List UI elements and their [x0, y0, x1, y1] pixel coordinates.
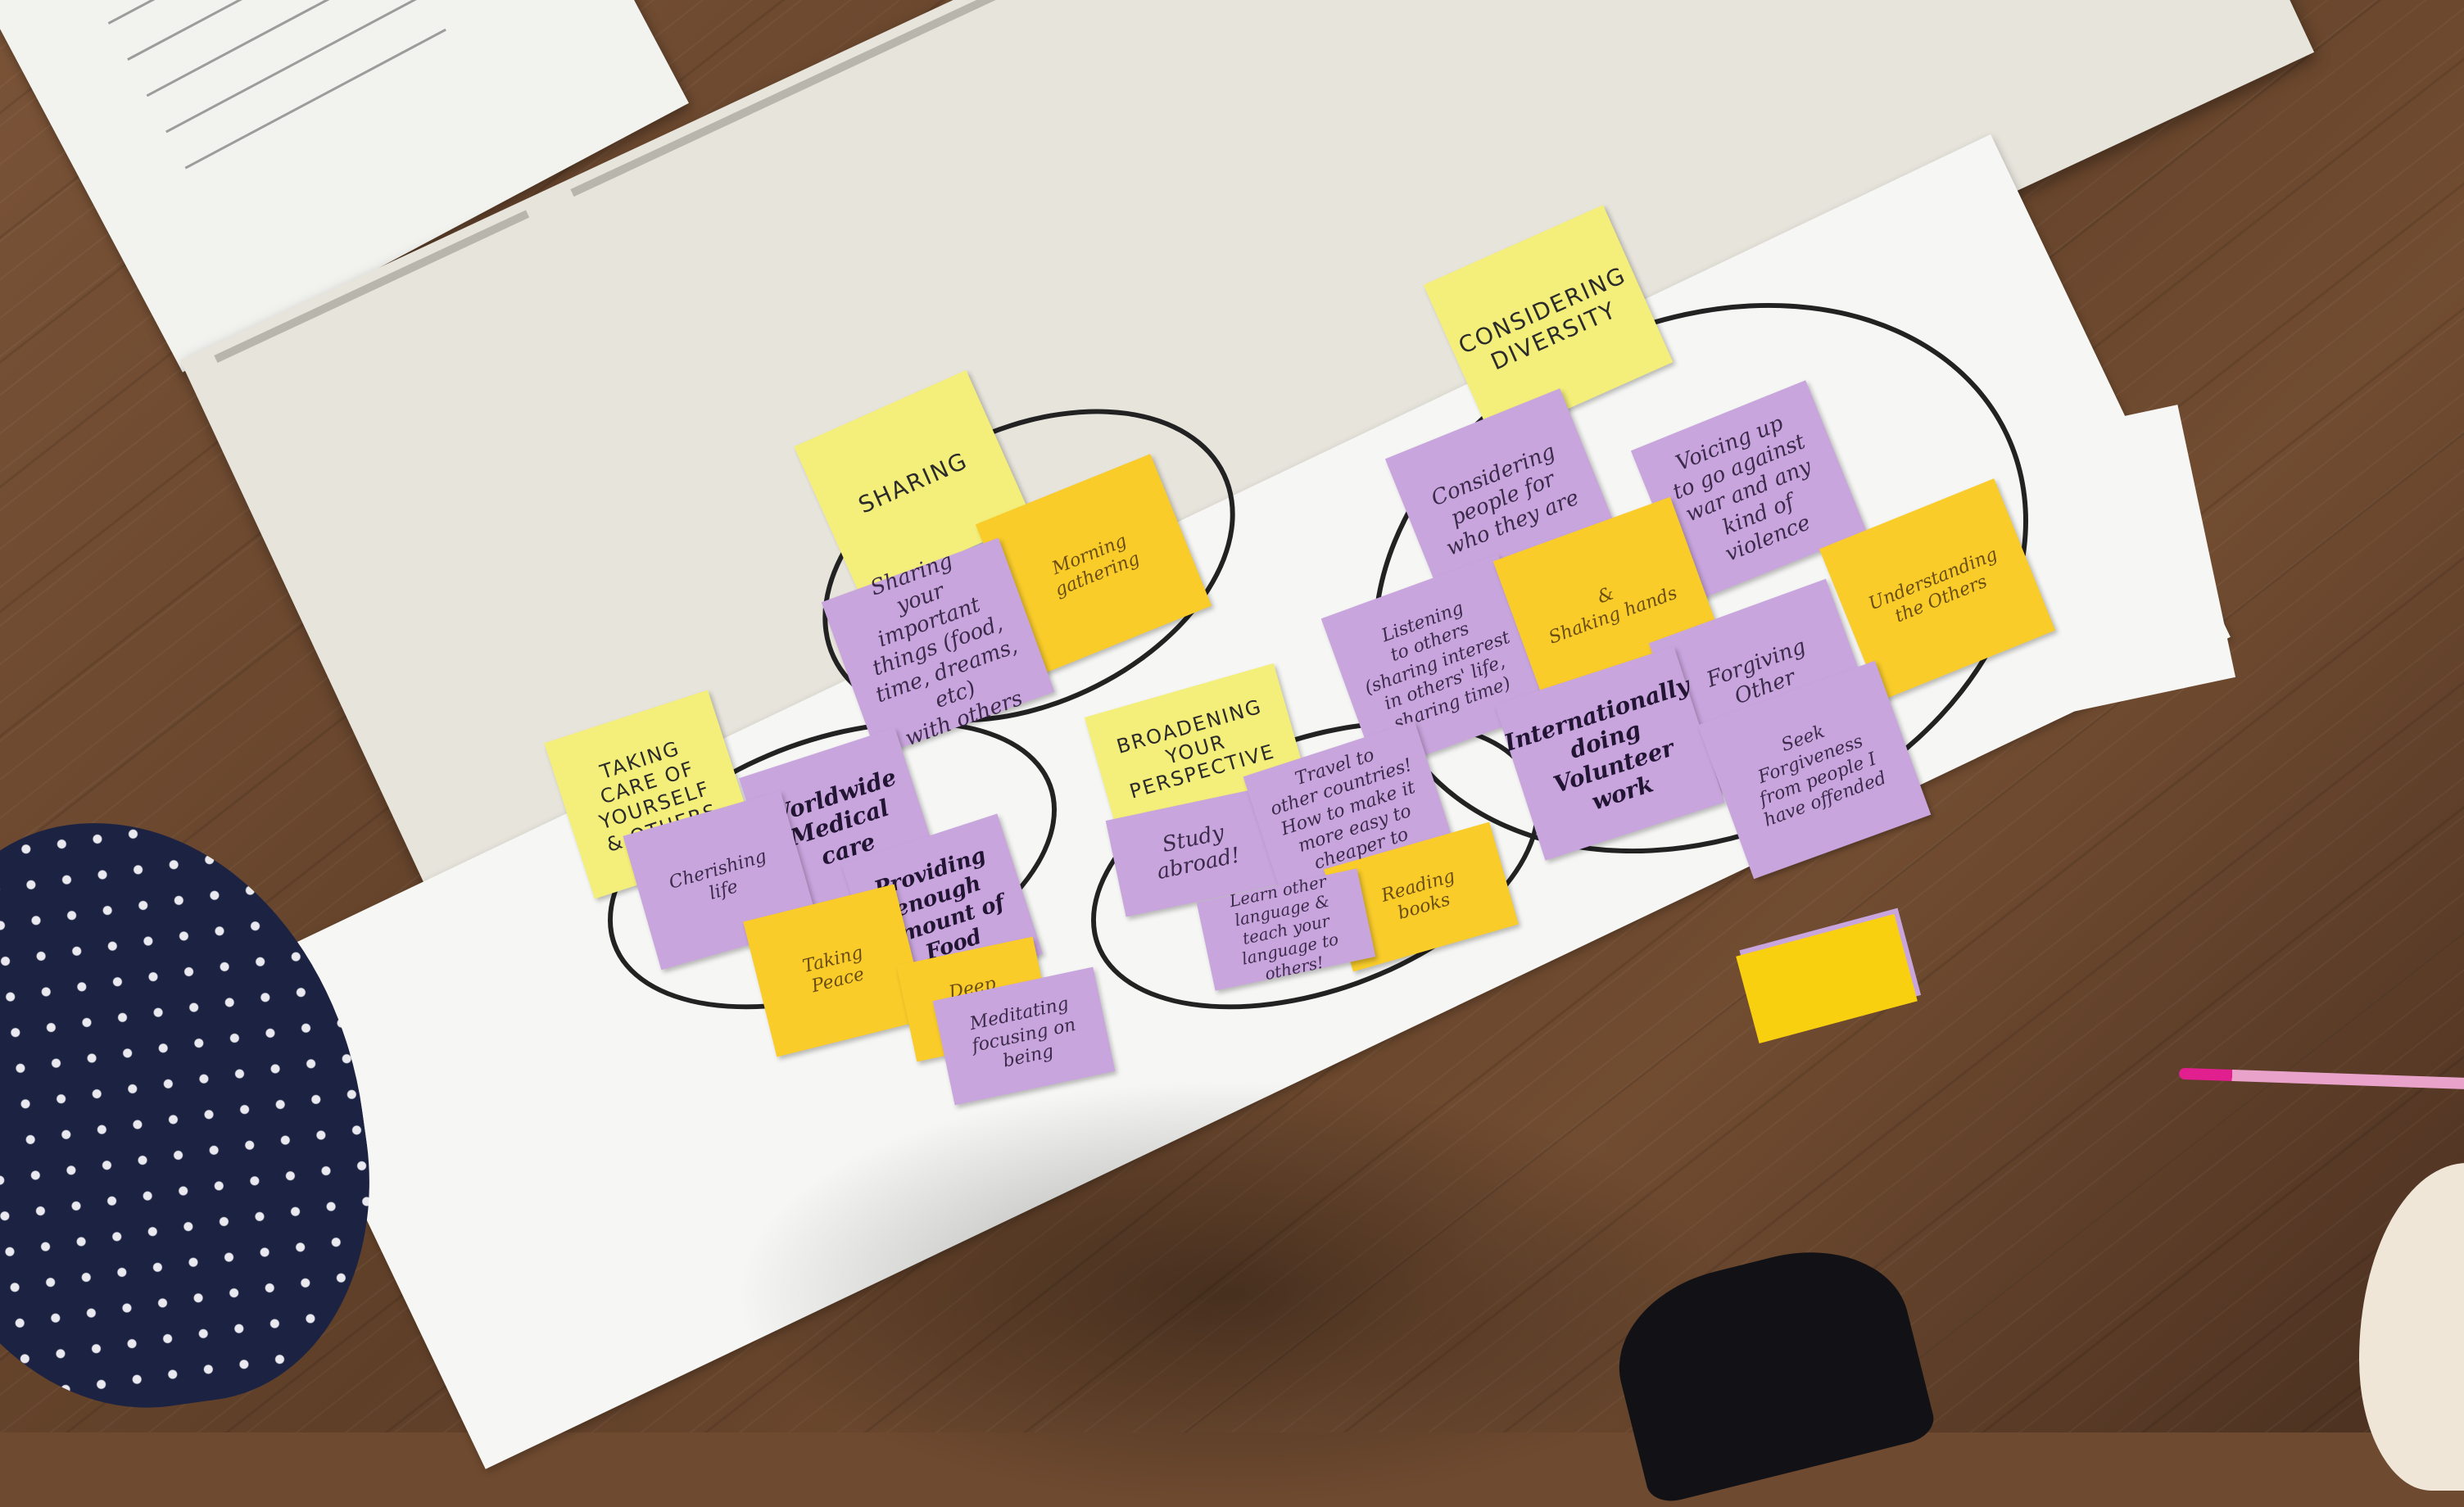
- person-shadow: [737, 1081, 1720, 1507]
